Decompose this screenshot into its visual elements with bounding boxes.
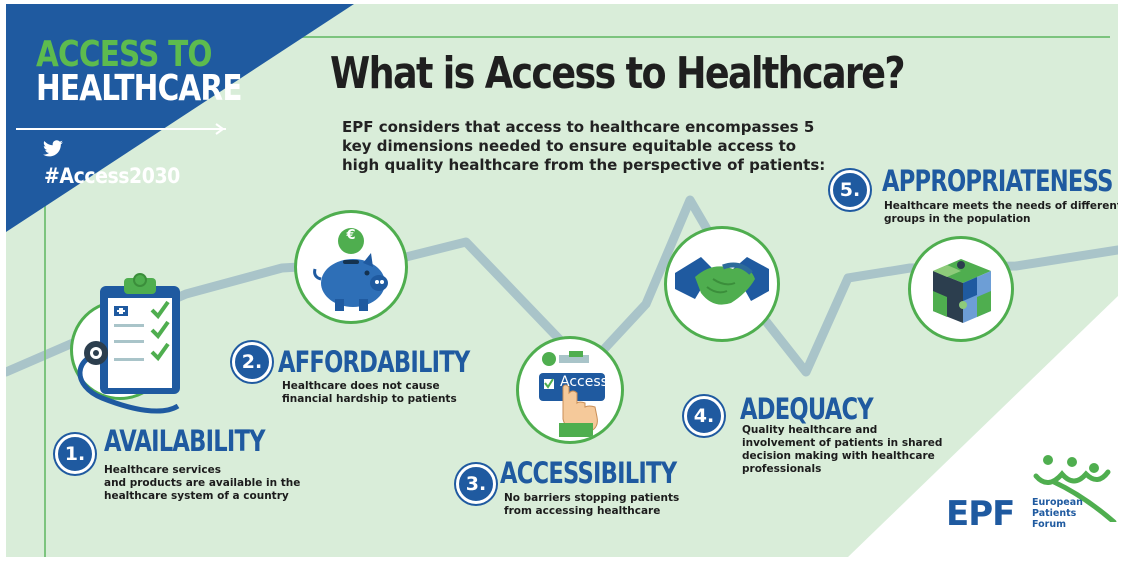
logo-sub-line: European [1032, 497, 1083, 508]
dimension-desc-affordability: Healthcare does not cause financial hard… [282, 380, 457, 406]
puzzle-circle [908, 236, 1014, 342]
desc-line: No barriers stopping patients [504, 492, 680, 504]
intro-line: high quality healthcare from the perspec… [342, 156, 826, 174]
puzzle-cube-icon [933, 259, 991, 323]
intro-line: key dimensions needed to ensure equitabl… [342, 137, 797, 155]
brand-line2: HEALTHCARE [36, 68, 243, 109]
number-badge-2: 2. [232, 342, 272, 382]
logo-sub-line: Patients [1032, 508, 1077, 519]
desc-line: and products are available in the [104, 477, 301, 489]
corner-white [848, 296, 1118, 557]
page-title: What is Access to Healthcare? [330, 48, 906, 99]
epf-logo-text: EPF [946, 494, 1015, 534]
twitter-bird-icon[interactable] [42, 140, 64, 158]
access-hand-icon [539, 351, 605, 437]
dimension-title-adequacy: ADEQUACY [740, 392, 874, 426]
epf-logo-subtitle: European Patients Forum [1032, 497, 1083, 530]
desc-line: financial hardship to patients [282, 393, 457, 405]
desc-line: involvement of patients in shared [742, 437, 943, 449]
handshake-icon [675, 257, 769, 305]
desc-line: decision making with healthcare [742, 450, 935, 462]
dimension-desc-availability: Healthcare services and products are ava… [104, 464, 300, 503]
desc-line: professionals [742, 463, 822, 475]
hashtag[interactable]: #Access2030 [44, 164, 180, 188]
desc-line: Healthcare services [104, 464, 221, 476]
dimension-title-accessibility: ACCESSIBILITY [500, 456, 677, 490]
piggy-bank-circle [294, 210, 408, 324]
intro-text: EPF considers that access to healthcare … [342, 118, 842, 175]
number-badge-5: 5. [830, 170, 870, 210]
brand-line1: ACCESS TO [36, 34, 212, 75]
number-badge-3: 3. [456, 464, 496, 504]
handshake-circle [664, 226, 780, 342]
access-button-label: Access [560, 374, 608, 390]
dimension-title-availability: AVAILABILITY [104, 424, 266, 458]
clipboard-stethoscope-icon [77, 273, 180, 414]
desc-line: groups in the population [884, 213, 1031, 225]
arrow-right-icon [215, 123, 225, 135]
euro-symbol: € [346, 228, 356, 243]
desc-line: Quality healthcare and [742, 424, 878, 436]
intro-line: EPF considers that access to healthcare … [342, 118, 815, 136]
green-frame [44, 36, 1110, 557]
brand-triangle [6, 4, 354, 232]
number-badge-1: 1. [55, 434, 95, 474]
dimension-desc-accessibility: No barriers stopping patients from acces… [504, 492, 679, 518]
epf-people-logo-icon [1033, 455, 1117, 522]
brand-title: ACCESS TO HEALTHCARE [36, 34, 243, 109]
dimension-title-affordability: AFFORDABILITY [278, 345, 470, 379]
background-panel: ACCESS TO HEALTHCARE #Access2030 What is… [6, 4, 1118, 557]
access-circle [516, 336, 624, 444]
desc-line: Healthcare meets the needs of different [884, 200, 1118, 212]
logo-sub-line: Forum [1032, 519, 1066, 530]
dimension-desc-adequacy: Quality healthcare and involvement of pa… [742, 424, 942, 476]
desc-line: healthcare system of a country [104, 490, 289, 502]
desc-line: from accessing healthcare [504, 505, 661, 517]
dimension-title-appropriateness: APPROPRIATENESS [882, 164, 1113, 198]
desc-line: Healthcare does not cause [282, 380, 440, 392]
brand-arrow-line [16, 128, 226, 130]
piggy-bank-icon [313, 228, 388, 311]
dimension-desc-appropriateness: Healthcare meets the needs of different … [884, 200, 1118, 226]
number-badge-4: 4. [684, 396, 724, 436]
